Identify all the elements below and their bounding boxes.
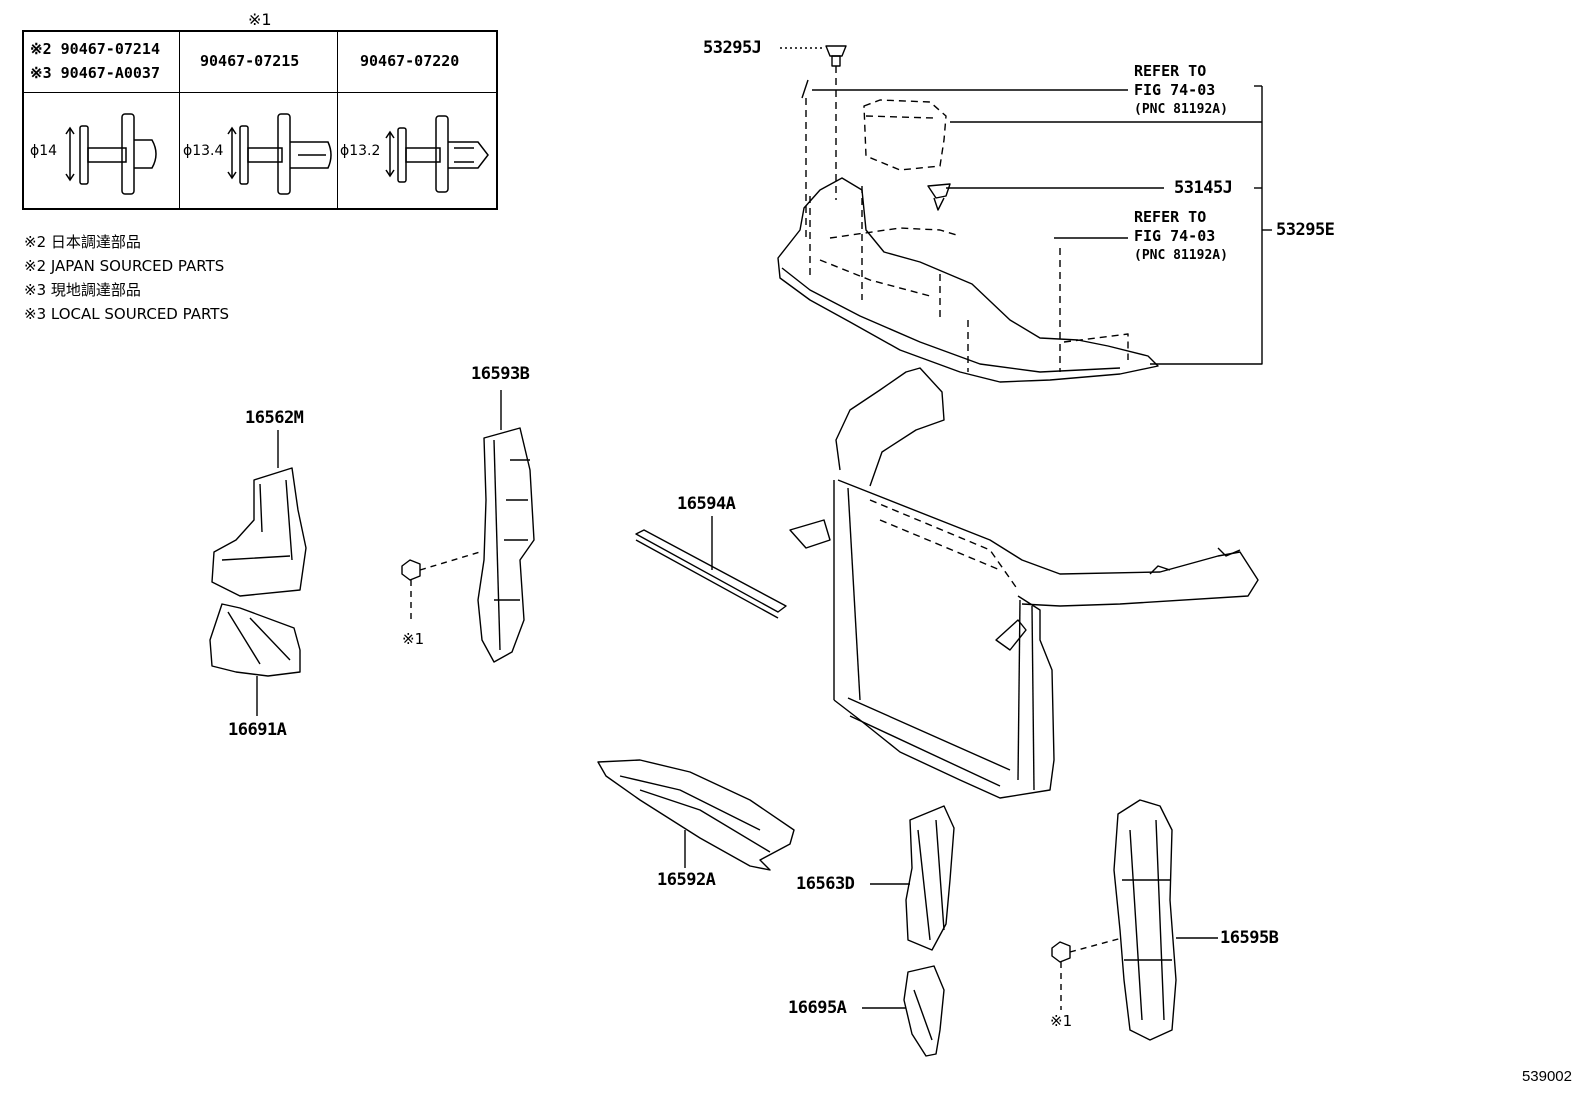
note-line: ※3 LOCAL SOURCED PARTS	[24, 305, 229, 323]
part-label-16594A: 16594A	[677, 494, 736, 514]
refer-line: REFER TO	[1134, 208, 1207, 226]
part-label-16593B: 16593B	[471, 364, 530, 384]
clip-53145J-drawing	[927, 183, 951, 211]
radiator-support-frame-drawing	[789, 367, 1259, 799]
clip-diameter: ϕ13.4	[183, 143, 224, 159]
part-label-53295J: 53295J	[703, 38, 762, 58]
refer-block: REFER TO FIG 74-03 (PNC 81192A)	[1134, 62, 1228, 119]
push-rivet-icon	[385, 115, 489, 193]
bolt-drawing	[1051, 937, 1123, 1010]
leader-lines	[780, 47, 1272, 365]
air-guide-16593B-drawing	[477, 390, 535, 663]
clip-part-number: 90467-07215	[200, 52, 300, 70]
clip-table-divider	[337, 32, 338, 208]
air-guide-16595B-drawing	[1113, 799, 1218, 1041]
air-guide-16562M-drawing	[211, 430, 307, 597]
clip-table-divider	[179, 32, 180, 208]
part-label-16691A: 16691A	[228, 720, 287, 740]
clip-illustrations	[65, 113, 489, 195]
radiator-support-cover-drawing	[777, 99, 1159, 383]
part-label-16562M: 16562M	[245, 408, 304, 428]
clip-part-number: ※3 90467-A0037	[30, 64, 160, 82]
clip-table-divider	[24, 92, 496, 93]
air-guide-16563D-drawing	[870, 805, 955, 951]
clip-part-number: 90467-07220	[360, 52, 460, 70]
refer-line: FIG 74-03	[1134, 81, 1216, 99]
push-rivet-icon	[65, 113, 157, 195]
part-label-53295E: 53295E	[1276, 220, 1335, 240]
air-guide-16691A-drawing	[209, 603, 301, 716]
clip-reference-mark: ※1	[1050, 1012, 1073, 1030]
figure-number: 539002	[1521, 1068, 1572, 1085]
refer-line: FIG 74-03	[1134, 227, 1216, 245]
refer-block: REFER TO FIG 74-03 (PNC 81192A)	[1134, 208, 1228, 265]
clip-part-number: ※2 90467-07214	[30, 40, 160, 58]
clip-table: ※2 90467-07214 ※3 90467-A0037 90467-0721…	[22, 30, 498, 210]
clip-reference-mark: ※1	[402, 630, 425, 648]
cover-16592A-drawing	[597, 759, 795, 871]
refer-line: REFER TO	[1134, 62, 1207, 80]
part-label-16563D: 16563D	[796, 874, 855, 894]
clip-diameter: ϕ13.2	[340, 143, 381, 159]
note-line: ※2 JAPAN SOURCED PARTS	[24, 257, 225, 275]
air-guide-16695A-drawing	[862, 965, 945, 1057]
sourcing-notes: ※2 日本調達部品 ※2 JAPAN SOURCED PARTS ※3 現地調達…	[24, 230, 229, 326]
part-label-53145J: 53145J	[1174, 178, 1233, 198]
note-line: ※2 日本調達部品	[24, 233, 141, 251]
note-line: ※3 現地調達部品	[24, 281, 141, 299]
clip-53295J-drawing	[801, 45, 847, 240]
part-label-16695A: 16695A	[788, 998, 847, 1018]
seal-16594A-drawing	[635, 516, 787, 619]
part-label-16592A: 16592A	[657, 870, 716, 890]
clip-diameter: ϕ14	[30, 143, 58, 159]
clip-table-header-mark: ※1	[248, 10, 272, 29]
push-rivet-icon	[227, 113, 332, 195]
bolt-drawing	[401, 551, 481, 624]
refer-pnc: (PNC 81192A)	[1134, 102, 1228, 117]
refer-pnc: (PNC 81192A)	[1134, 248, 1228, 263]
part-label-16595B: 16595B	[1220, 928, 1279, 948]
